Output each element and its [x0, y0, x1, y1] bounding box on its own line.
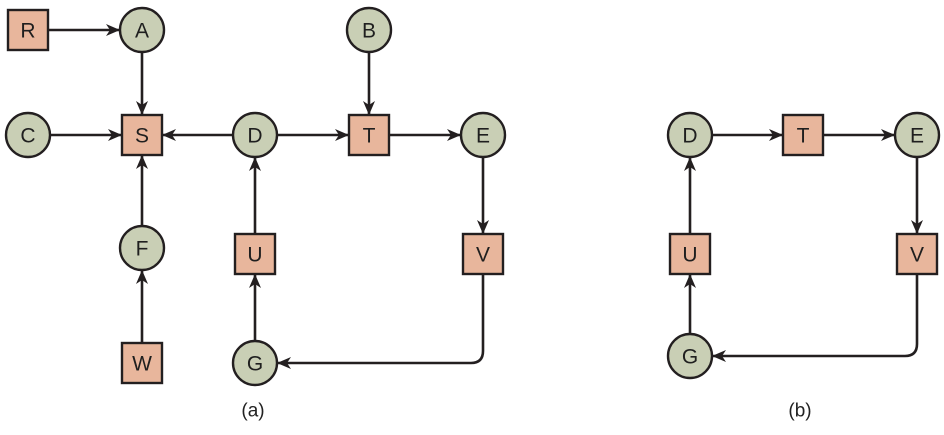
node-label: V	[476, 244, 490, 267]
square-node-shape	[233, 232, 277, 276]
node-d: D	[231, 111, 279, 159]
node-label: E	[476, 125, 490, 148]
node-u: U	[668, 232, 712, 276]
node-label: U	[247, 244, 262, 267]
edge-v-to-g	[277, 275, 485, 369]
circle-node-shape	[459, 111, 507, 159]
node-e: E	[893, 111, 941, 159]
node-label: D	[247, 125, 262, 148]
node-e: E	[459, 111, 507, 159]
node-label: D	[682, 125, 697, 148]
circle-node-shape	[4, 111, 52, 159]
circle-node-shape	[666, 332, 714, 380]
node-label: W	[132, 353, 152, 376]
node-g: G	[231, 339, 279, 387]
node-label: S	[135, 125, 149, 148]
node-u: U	[233, 232, 277, 276]
circle-node-shape	[118, 6, 166, 54]
node-label: G	[682, 346, 698, 369]
edge-v-to-g	[712, 275, 919, 362]
node-label: E	[910, 125, 924, 148]
circle-node-shape	[118, 224, 166, 272]
square-node-shape	[120, 341, 164, 385]
circle-node-shape	[893, 111, 941, 159]
node-v: V	[895, 232, 939, 276]
node-label: U	[682, 244, 697, 267]
node-t: T	[347, 113, 391, 157]
node-w: W	[120, 341, 164, 385]
square-node-shape	[6, 8, 50, 52]
square-node-shape	[461, 232, 505, 276]
panel-a: R A B C S D T E F U V W G	[4, 6, 507, 387]
node-label: T	[363, 125, 376, 148]
square-node-shape	[120, 113, 164, 157]
node-a: A	[118, 6, 166, 54]
node-b: B	[345, 6, 393, 54]
node-label: F	[136, 238, 149, 261]
node-r: R	[6, 8, 50, 52]
node-label: G	[247, 353, 263, 376]
node-t: T	[781, 113, 825, 157]
node-label: T	[797, 125, 810, 148]
panel-b: D T E U V G	[666, 111, 941, 380]
node-label: B	[362, 20, 376, 43]
node-label: V	[910, 244, 924, 267]
node-label: C	[20, 125, 35, 148]
node-c: C	[4, 111, 52, 159]
square-node-shape	[347, 113, 391, 157]
node-g: G	[666, 332, 714, 380]
panel-b-caption: (b)	[788, 401, 811, 422]
square-node-shape	[781, 113, 825, 157]
node-f: F	[118, 224, 166, 272]
circle-node-shape	[666, 111, 714, 159]
circle-node-shape	[231, 339, 279, 387]
circle-node-shape	[231, 111, 279, 159]
node-label: R	[20, 20, 35, 43]
square-node-shape	[895, 232, 939, 276]
panel-a-caption: (a)	[241, 401, 264, 422]
square-node-shape	[668, 232, 712, 276]
node-v: V	[461, 232, 505, 276]
node-d: D	[666, 111, 714, 159]
node-s: S	[120, 113, 164, 157]
circle-node-shape	[345, 6, 393, 54]
node-label: A	[135, 20, 149, 43]
